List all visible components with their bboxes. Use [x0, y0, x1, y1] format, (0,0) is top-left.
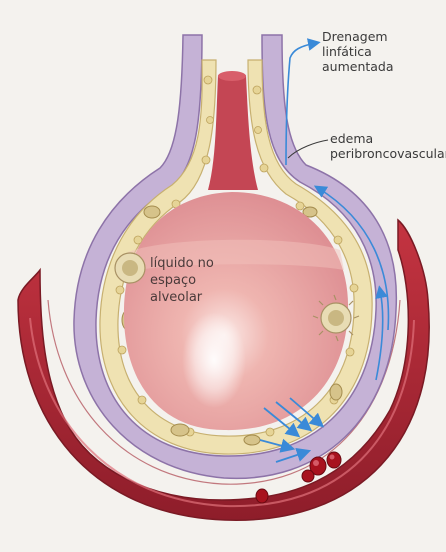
label-line: Drenagem [322, 29, 394, 44]
label-line: linfática [322, 44, 394, 59]
label-lymphatic-drainage: Drenagem linfática aumentada [322, 29, 394, 74]
label-line: edema [330, 131, 446, 146]
label-alveolar-fluid: líquido no espaço alveolar [150, 255, 214, 306]
label-line: líquido no [150, 255, 214, 272]
label-line: peribroncovascular [330, 146, 446, 161]
label-peribronchovascular-edema: edema peribroncovascular [330, 131, 446, 161]
label-line: espaço [150, 272, 214, 289]
label-line: aumentada [322, 59, 394, 74]
alveolar-lumen [124, 192, 348, 430]
label-line: alveolar [150, 289, 214, 306]
